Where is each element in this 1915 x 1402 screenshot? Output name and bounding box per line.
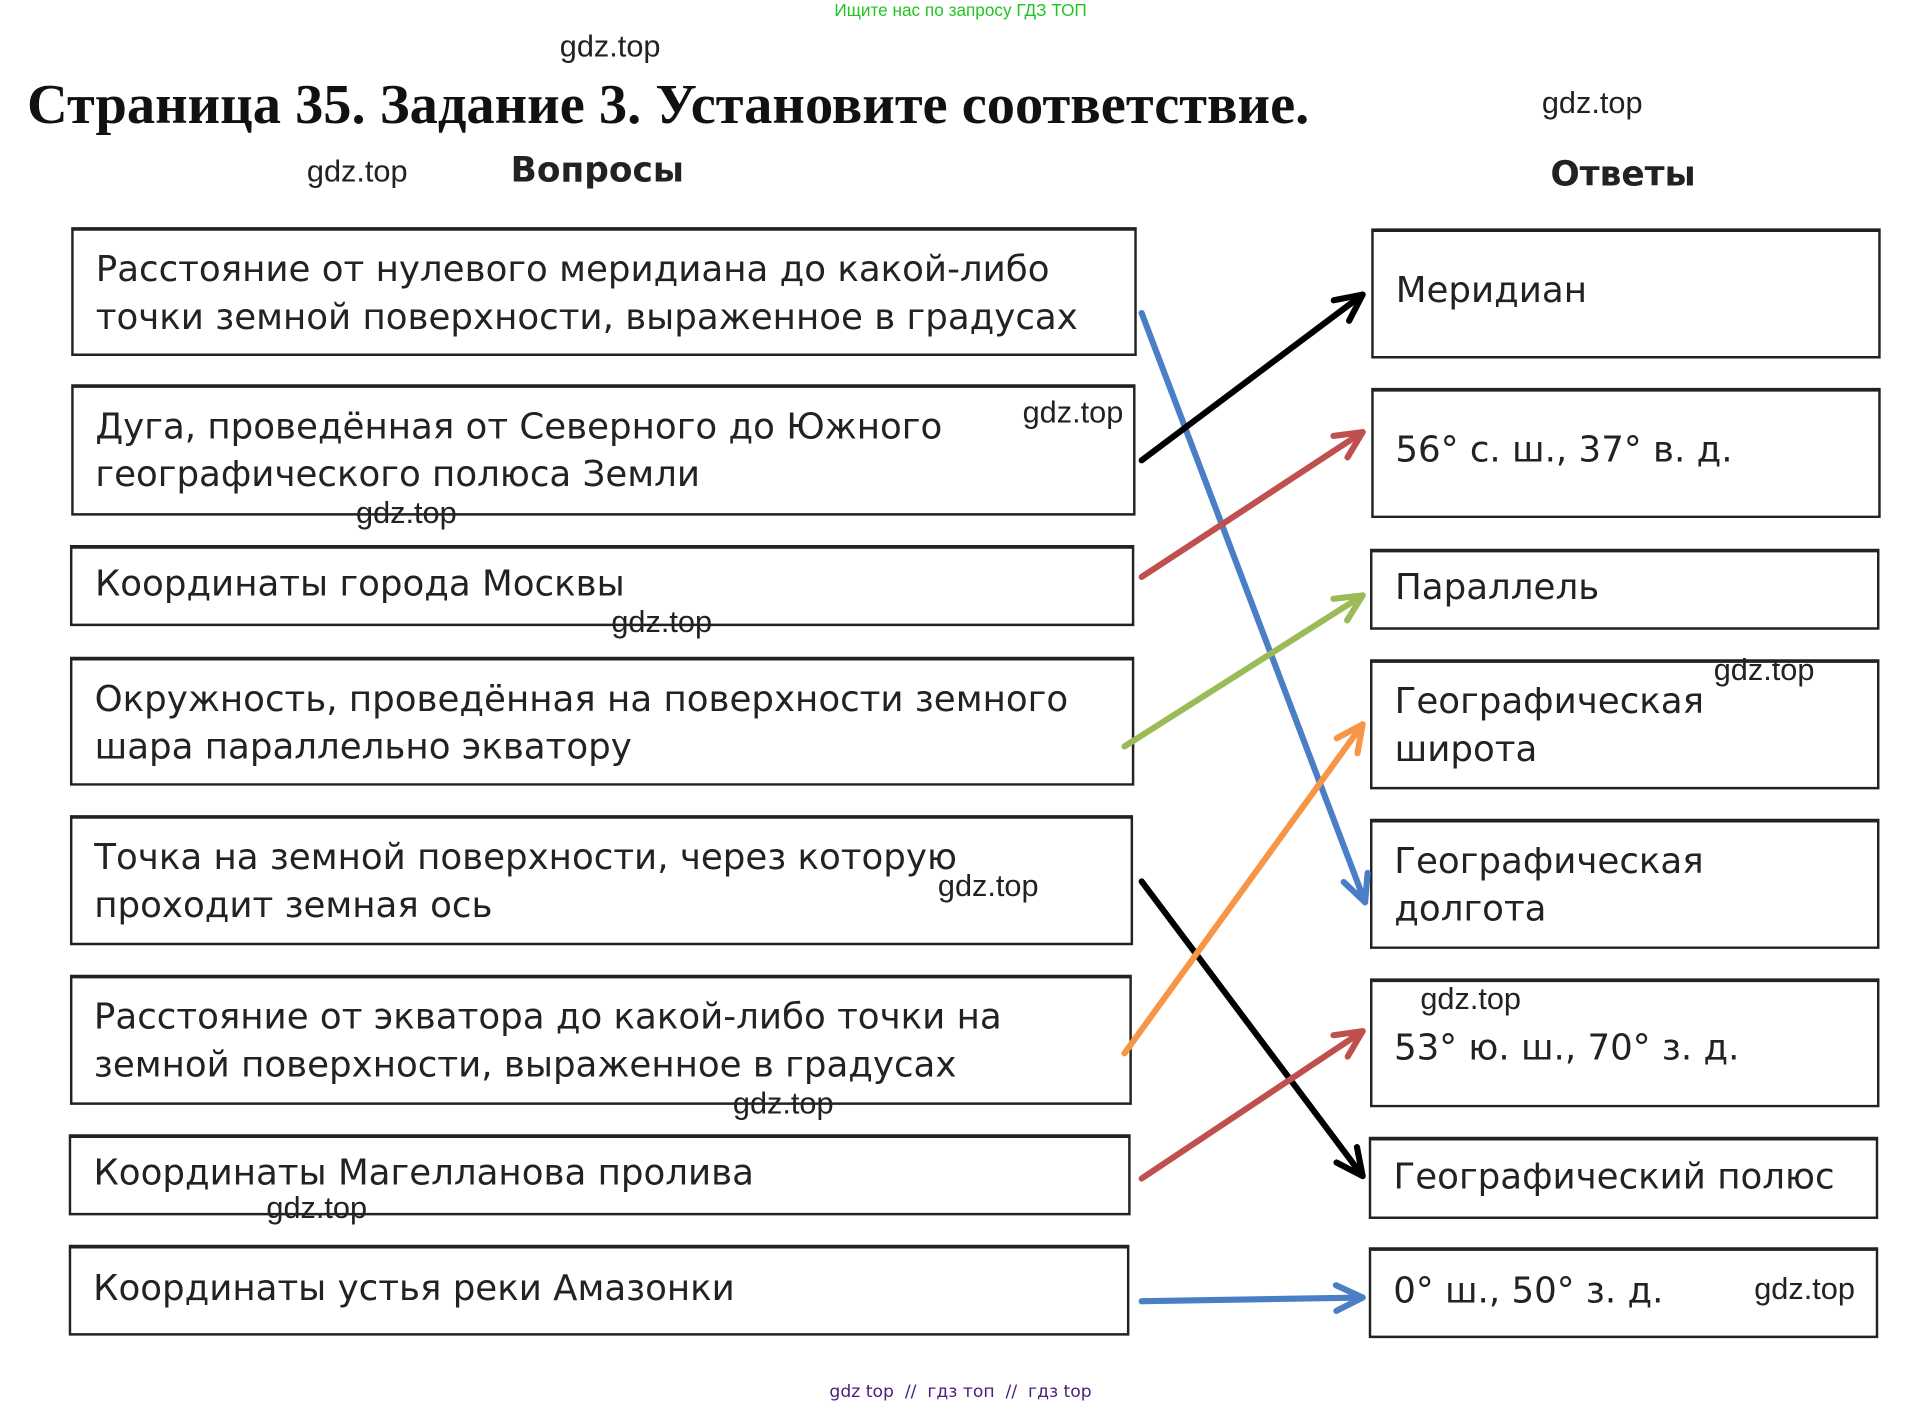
footer-text: gdz top // гдз топ // гдз top	[829, 1382, 1092, 1402]
watermark: gdz.top	[1754, 1271, 1855, 1307]
match-arrow	[1138, 309, 1371, 906]
watermark: gdz.top	[266, 1190, 368, 1226]
match-arrow	[1121, 721, 1366, 1057]
watermark: gdz.top	[559, 29, 661, 64]
promo-text: Ищите нас по запросу ГДЗ ТОП	[834, 0, 1087, 20]
watermark: gdz.top	[356, 495, 457, 531]
question-box: Координаты города Москвы	[70, 545, 1135, 627]
answer-box: 0° ш., 50° з. д.	[1368, 1247, 1879, 1339]
page-title: Страница 35. Задание 3. Установите соотв…	[27, 72, 1310, 136]
match-arrow	[1138, 429, 1366, 581]
question-box: Точка на земной поверхности, через котор…	[69, 815, 1133, 946]
answers-heading: Ответы	[1550, 153, 1696, 194]
match-arrow	[1138, 1028, 1366, 1182]
answer-box: Параллель	[1370, 548, 1880, 630]
watermark: gdz.top	[732, 1086, 834, 1121]
answer-box: Меридиан	[1371, 228, 1881, 359]
watermark: gdz.top	[611, 605, 713, 640]
watermark: gdz.top	[937, 869, 1039, 904]
question-box: Координаты устья реки Амазонки	[68, 1244, 1130, 1336]
answer-box: Географическая широта	[1370, 659, 1880, 790]
answer-box: 53° ю. ш., 70° з. д.	[1369, 978, 1879, 1108]
match-arrow	[1138, 878, 1366, 1180]
watermark: gdz.top	[306, 154, 408, 190]
answer-box: 56° с. ш., 37° в. д.	[1370, 387, 1881, 519]
watermark: gdz.top	[1541, 85, 1643, 121]
match-arrow	[1121, 592, 1366, 750]
question-box: Окружность, проведённая на поверхности з…	[70, 656, 1134, 786]
match-arrow	[1138, 1282, 1366, 1314]
answer-box: Географическая долгота	[1369, 818, 1880, 949]
watermark: gdz.top	[1713, 653, 1815, 688]
match-arrow	[1138, 291, 1366, 464]
question-box: Расстояние от экватора до какой-либо точ…	[69, 974, 1132, 1105]
question-box: Координаты Магелланова пролива	[68, 1134, 1131, 1216]
questions-heading: Вопросы	[510, 149, 684, 191]
answer-box: Географический полюс	[1369, 1136, 1879, 1220]
watermark: gdz.top	[1022, 395, 1124, 430]
question-box: Дуга, проведённая от Северного до Южного…	[70, 384, 1136, 516]
watermark: gdz.top	[1420, 982, 1522, 1017]
question-box: Расстояние от нулевого меридиана до како…	[71, 227, 1137, 357]
